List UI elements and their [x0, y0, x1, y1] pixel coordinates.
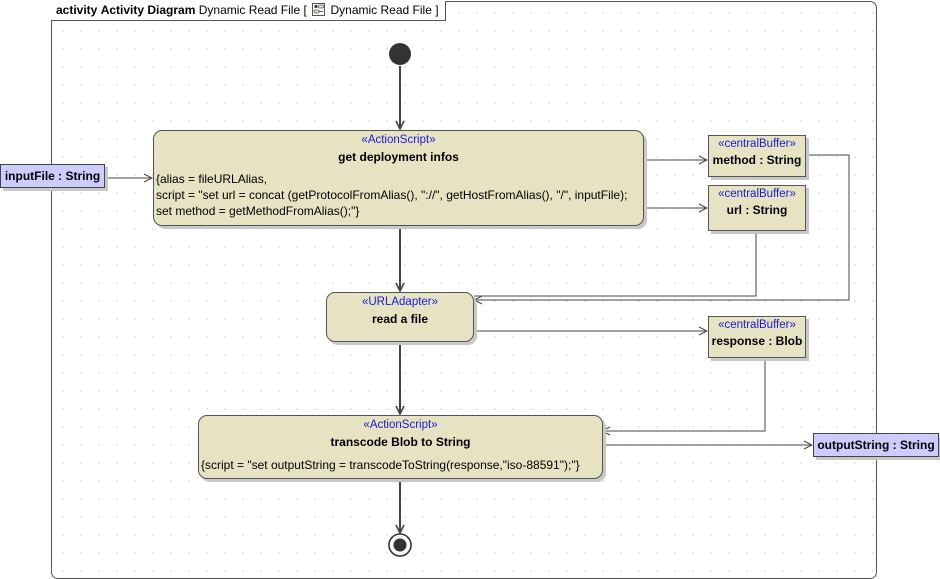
initial-node[interactable] [389, 43, 411, 65]
activity-final-node-inner [393, 538, 407, 552]
frame-bracket-name: Dynamic Read File [330, 3, 432, 17]
central-buffer-method[interactable]: «centralBuffer» method : String [708, 135, 806, 177]
action-script: {script = "set outputString = transcodeT… [201, 457, 580, 473]
input-parameter-input-file[interactable]: inputFile : String [0, 164, 105, 188]
buffer-name: response : Blob [711, 334, 803, 348]
script-line: {script = "set outputString = transcodeT… [201, 458, 580, 472]
buffer-name: url : String [726, 203, 788, 217]
action-script: {alias = fileURLAlias, script = "set url… [156, 171, 627, 219]
object-flow-method-to-read [474, 154, 850, 300]
action-name: read a file [371, 312, 429, 326]
object-flow-response-to-transcode [602, 357, 766, 431]
action-name: get deployment infos [338, 150, 459, 164]
frame-diagram-name: Dynamic Read File [198, 3, 301, 17]
frame-type: Activity Diagram [100, 3, 196, 17]
action-transcode-blob-to-string[interactable]: «ActionScript» transcode Blob to String … [198, 415, 603, 479]
script-line: {alias = fileURLAlias, [156, 172, 268, 186]
script-line: script = "set url = concat (getProtocolF… [156, 188, 628, 202]
buffer-name: method : String [712, 153, 802, 167]
output-parameter-output-string[interactable]: outputString : String [813, 433, 939, 457]
buffer-stereotype: «centralBuffer» [718, 188, 796, 200]
diagram-frame-header: activity Activity Diagram Dynamic Read F… [51, 1, 446, 21]
buffer-stereotype: «centralBuffer» [718, 319, 796, 331]
object-flow-url-to-read [474, 230, 757, 297]
central-buffer-url[interactable]: «centralBuffer» url : String [708, 185, 806, 231]
action-stereotype: «URLAdapter» [361, 296, 439, 308]
diagram-frame [51, 1, 877, 579]
frame-bracket-open: [ [303, 3, 307, 17]
frame-kind: activity [56, 3, 98, 17]
frame-bracket-close: ] [435, 3, 439, 17]
action-get-deployment-infos[interactable]: «ActionScript» get deployment infos {ali… [153, 130, 644, 226]
activity-diagram-icon [312, 3, 326, 16]
action-read-a-file[interactable]: «URLAdapter» read a file [326, 292, 474, 342]
action-name: transcode Blob to String [330, 435, 471, 449]
central-buffer-response[interactable]: «centralBuffer» response : Blob [708, 316, 806, 358]
buffer-stereotype: «centralBuffer» [718, 138, 796, 150]
script-line: set method = getMethodFromAlias();"} [156, 204, 360, 218]
action-stereotype: «ActionScript» [361, 134, 436, 146]
action-stereotype: «ActionScript» [363, 419, 438, 431]
